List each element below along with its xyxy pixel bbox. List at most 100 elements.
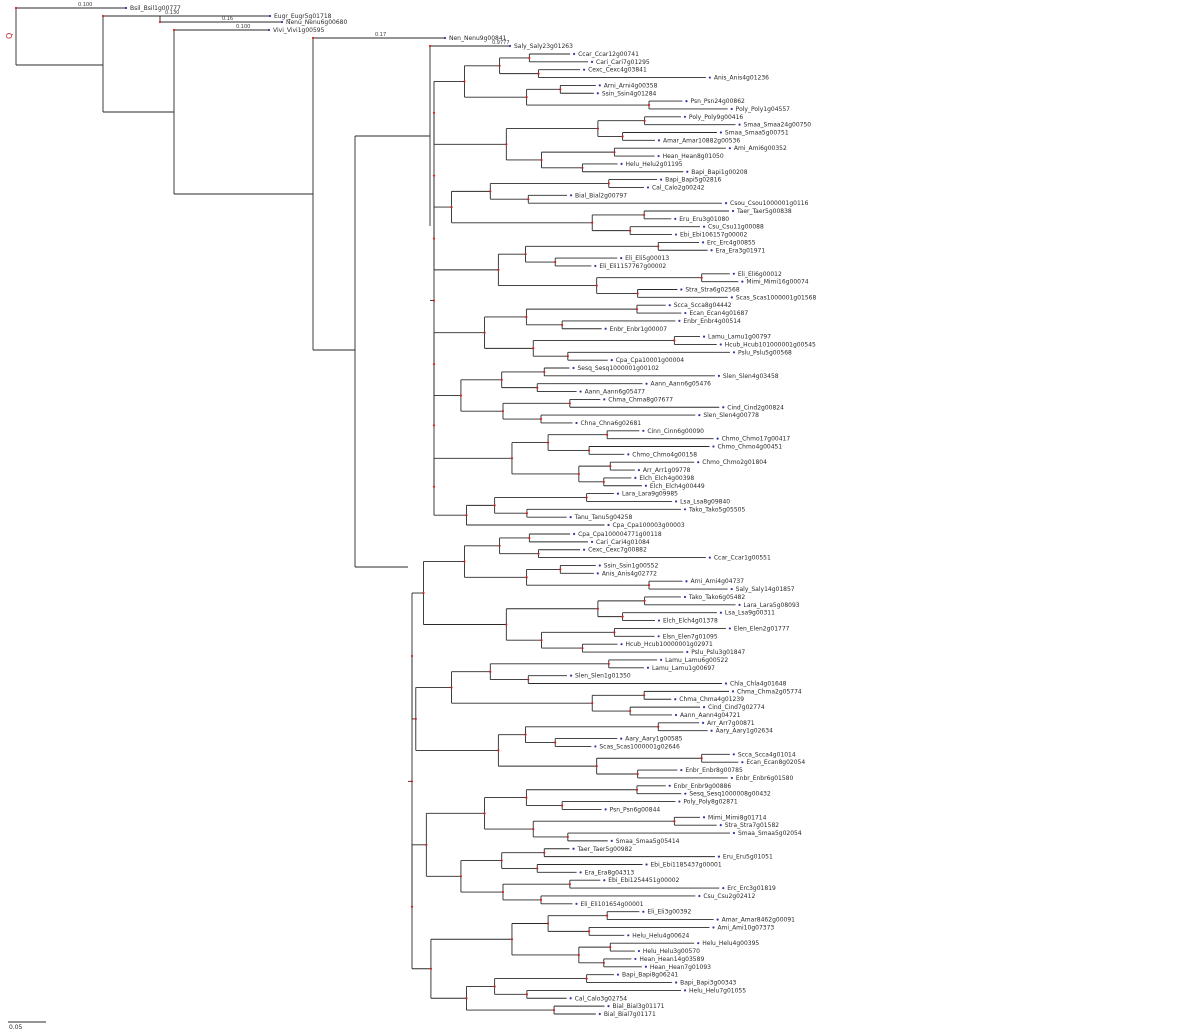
leaf-label: Lsa_Lsa8g09840 [680, 498, 730, 505]
leaf-label: Cari_Cari7g01295 [596, 59, 650, 66]
leaf-label: Smaa_Smaa5g00751 [725, 130, 789, 137]
leaf-marker [697, 942, 700, 945]
leaf-label: Arr_Arr1g09778 [643, 467, 691, 474]
leaf-label: Ecan_Ecan8g02054 [746, 759, 805, 766]
node-marker [410, 905, 414, 908]
leaf-marker [674, 217, 677, 220]
node-marker [432, 362, 436, 366]
leaf-label: Eli_Eli5g00013 [625, 255, 669, 262]
node-marker [450, 686, 453, 689]
node-marker [607, 662, 610, 665]
leaf-marker [598, 564, 601, 567]
leaf-label: Stra_Stra7g01582 [725, 822, 780, 829]
leaf-label: Lamu_Lamu1g00697 [652, 665, 715, 672]
node-marker [493, 985, 496, 988]
leaf-label: Tako_Tako6g05482 [688, 594, 745, 601]
leaf-label: Bapi_Bapi3g00343 [680, 980, 736, 987]
node-marker [546, 922, 550, 925]
tree-labels: Bsil_Bsil1g007770.100Eugr_Eugr5g017180.1… [78, 2, 816, 1018]
leaf-label: Ebi_Ebi106157g00002 [680, 232, 748, 239]
node-marker [647, 584, 651, 587]
root-label: Q [5, 33, 14, 39]
leaf-marker [684, 311, 687, 315]
node-marker [621, 135, 624, 138]
node-marker [647, 103, 651, 107]
leaf-label: Sesq_Sesq1000001g00102 [578, 365, 660, 372]
leaf-label: Arr_Arr7g00871 [707, 720, 755, 727]
leaf-label: Eugr_Eugr5g01718 [274, 13, 332, 20]
node-marker [587, 930, 591, 933]
node-marker [465, 514, 468, 517]
node-marker [540, 158, 543, 162]
leaf-label: Saly_Saly23g01263 [514, 43, 573, 50]
leaf-label: Eli_Eli3g00392 [647, 909, 691, 916]
leaf-marker [702, 816, 706, 819]
leaf-marker [708, 556, 711, 559]
leaf-label: Cal_Calo2g00242 [652, 184, 705, 191]
node-marker [459, 394, 463, 397]
node-marker [524, 733, 527, 736]
leaf-marker [685, 100, 688, 103]
node-marker [489, 670, 492, 673]
leaf-marker [728, 147, 731, 150]
leaf-marker [620, 162, 623, 165]
leaf-marker [657, 619, 661, 622]
leaf-marker [722, 886, 725, 890]
leaf-marker [738, 123, 741, 126]
leaf-label: Chmo_Chmo17g00417 [722, 436, 791, 443]
leaf-label: Poly_Poly1g04557 [736, 106, 790, 113]
node-marker [450, 205, 453, 209]
leaf-marker [724, 202, 728, 205]
leaf-label: Chmo_Chmo4g00451 [717, 444, 782, 451]
node-marker [432, 174, 436, 177]
leaf-label: Aary_Aary1g00585 [625, 736, 682, 743]
leaf-label: Csu_Csu2g02412 [703, 893, 755, 900]
leaf-marker [573, 532, 576, 536]
leaf-label: Smaa_Smaa5g02054 [738, 830, 802, 837]
leaf-label: Amar_Amar10882g00536 [663, 137, 740, 144]
leaf-marker [569, 516, 572, 519]
support-value: 0.9777 [492, 40, 510, 46]
node-marker [606, 433, 609, 436]
node-marker [432, 424, 436, 427]
leaf-label: Stra_Stra6g02568 [685, 287, 740, 294]
leaf-label: Scas_Scas1000001g02646 [599, 743, 680, 750]
node-marker [606, 914, 609, 917]
leaf-marker [594, 264, 597, 268]
leaf-label: Cexc_Cexc4g03841 [588, 67, 647, 74]
leaf-label: Helu_Helu2g01195 [626, 161, 683, 168]
node-marker [700, 276, 703, 279]
support-value: 0.100 [236, 24, 250, 30]
node-marker [532, 347, 535, 350]
leaf-marker [610, 359, 613, 362]
leaf-marker [627, 934, 630, 937]
leaf-label: Scca_Scca4g01014 [738, 751, 796, 758]
leaf-marker [683, 595, 687, 599]
leaf-marker [268, 14, 272, 18]
leaf-marker [620, 257, 623, 260]
leaf-marker [508, 44, 512, 48]
node-marker [613, 151, 616, 154]
node-marker [497, 749, 500, 752]
node-marker [465, 997, 468, 1000]
node-marker [539, 898, 543, 902]
leaf-label: Cari_Cari4g01084 [596, 539, 650, 546]
leaf-label: Lamu_Lamu6g00522 [665, 657, 728, 664]
node-marker [657, 725, 660, 728]
leaf-label: Ssin_Ssin4g01284 [602, 90, 657, 97]
leaf-marker [732, 272, 735, 275]
node-marker [629, 229, 632, 232]
node-marker [463, 80, 466, 83]
leaf-label: Elen_Elen2g01777 [734, 625, 790, 632]
node-marker [561, 323, 564, 326]
leaf-label: Poly_Poly9g00416 [689, 114, 743, 121]
leaf-label: Ccar_Ccar12g00741 [578, 51, 639, 58]
leaf-marker [634, 957, 637, 961]
node-marker [497, 268, 500, 271]
leaf-marker [598, 1012, 601, 1016]
leaf-label: Elch_Elch4g01378 [663, 618, 718, 625]
leaf-label: Bapi_Bapi8g06241 [622, 972, 678, 979]
leaf-label: Ccar_Ccar1g00551 [714, 555, 771, 562]
node-marker [525, 96, 528, 99]
leaf-label: Cind_Cind7g02774 [708, 704, 765, 711]
